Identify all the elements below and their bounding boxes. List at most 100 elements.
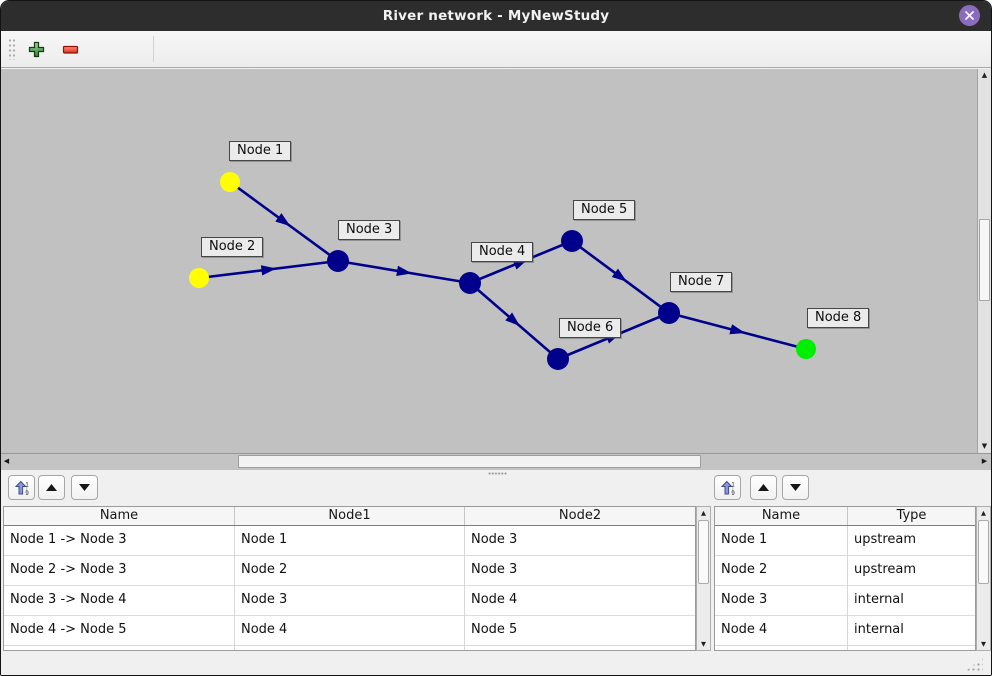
table-cell	[848, 646, 975, 650]
table-cell: Node 4 -> Node 5	[4, 616, 235, 645]
status-bar	[1, 652, 991, 675]
column-header[interactable]: Type	[896, 508, 927, 523]
table-row[interactable]	[4, 646, 695, 650]
move-node-down-button[interactable]	[782, 475, 809, 500]
table-cell	[715, 646, 848, 650]
sort-edges-button[interactable]: 1 9	[8, 475, 35, 500]
node-label-node-5[interactable]: Node 5	[573, 200, 636, 220]
minus-icon	[62, 45, 78, 54]
network-canvas[interactable]: Node 1 Node 2 Node 3 Node 4 Node 5 Node 6 Node…	[1, 69, 978, 453]
scroll-right-button[interactable]: ▶	[981, 457, 988, 465]
node-table-scrollbar[interactable]: ▲ ▼	[976, 506, 991, 651]
table-row[interactable]: Node 4 internal	[715, 616, 975, 646]
table-cell: Node 4	[471, 592, 518, 607]
scroll-up-button[interactable]: ▲	[701, 509, 706, 517]
resize-grip[interactable]	[966, 657, 983, 671]
add-node-button[interactable]	[22, 35, 50, 63]
svg-text:1: 1	[731, 482, 735, 488]
scroll-up-button[interactable]: ▲	[981, 509, 986, 517]
table-cell: Node 2	[715, 556, 848, 585]
node-label-node-1[interactable]: Node 1	[229, 141, 292, 161]
table-cell: Node 1	[715, 526, 848, 555]
node-circle-node-2[interactable]	[189, 268, 209, 288]
sort-nodes-button[interactable]: 1 9	[714, 475, 741, 500]
vertical-scrollbar-thumb[interactable]	[979, 219, 990, 301]
move-node-up-button[interactable]	[750, 475, 777, 500]
table-cell: Node 3	[235, 586, 465, 615]
plus-icon	[28, 41, 44, 57]
table-cell: Node 3	[471, 532, 518, 547]
svg-text:9: 9	[731, 491, 735, 496]
canvas-vertical-scrollbar[interactable]: ▲ ▼	[977, 69, 991, 453]
node-circle-node-7[interactable]	[658, 302, 680, 324]
scroll-down-button[interactable]: ▼	[981, 442, 988, 450]
node-circle-node-4[interactable]	[459, 272, 481, 294]
column-header[interactable]: Name	[715, 507, 848, 525]
table-header-row: Name Type	[715, 507, 975, 526]
node-label-node-4[interactable]: Node 4	[471, 242, 534, 262]
table-cell: Node 1	[235, 526, 465, 555]
column-header[interactable]: Name	[4, 507, 235, 525]
table-cell: Node 4	[715, 616, 848, 645]
node-circle-node-6[interactable]	[547, 348, 569, 370]
table-cell: Node 5	[471, 622, 518, 637]
scrollbar-thumb[interactable]	[978, 520, 989, 584]
table-row[interactable]: Node 2 upstream	[715, 556, 975, 586]
node-circle-node-8[interactable]	[796, 339, 816, 359]
window-title: River network - MyNewStudy	[382, 8, 610, 24]
scroll-down-button[interactable]: ▼	[981, 640, 986, 648]
node-label-node-3[interactable]: Node 3	[338, 220, 401, 240]
edge-arrow-icon	[729, 324, 746, 335]
node-circle-node-5[interactable]	[561, 230, 583, 252]
down-triangle-icon	[79, 484, 90, 491]
scroll-left-button[interactable]: ◀	[3, 457, 10, 465]
close-button[interactable]	[959, 5, 980, 26]
table-cell: Node 2	[235, 556, 465, 585]
horizontal-scrollbar-thumb[interactable]	[238, 455, 701, 468]
table-cell: Node 4	[235, 616, 465, 645]
edge-arrow-icon	[260, 265, 277, 276]
edge-table-scrollbar[interactable]: ▲ ▼	[696, 506, 711, 651]
titlebar[interactable]: River network - MyNewStudy	[1, 1, 991, 31]
node-label-node-6[interactable]: Node 6	[559, 318, 622, 338]
table-cell: upstream	[854, 562, 917, 577]
canvas-horizontal-scrollbar[interactable]: ◀ ▶	[1, 453, 991, 469]
column-header[interactable]: Node1	[235, 507, 465, 525]
move-edge-down-button[interactable]	[71, 475, 98, 500]
table-row[interactable]	[715, 646, 975, 650]
sort-icon: 1 9	[720, 480, 735, 496]
splitter-dots-icon	[488, 472, 507, 475]
table-cell: Node 3	[471, 562, 518, 577]
svg-text:1: 1	[25, 482, 29, 488]
node-circle-node-3[interactable]	[327, 250, 349, 272]
table-row[interactable]: Node 1 upstream	[715, 526, 975, 556]
node-label-node-8[interactable]: Node 8	[807, 308, 870, 328]
remove-node-button[interactable]	[56, 35, 84, 63]
toolbar-drag-handle[interactable]	[8, 38, 16, 60]
node-label-node-2[interactable]: Node 2	[201, 237, 264, 257]
scroll-up-button[interactable]: ▲	[981, 71, 988, 79]
table-cell: internal	[854, 592, 904, 607]
node-circle-node-1[interactable]	[220, 172, 240, 192]
toolbar-separator	[153, 36, 154, 62]
table-cell: internal	[854, 622, 904, 637]
splitter-handle[interactable]	[1, 469, 991, 475]
node-label-node-7[interactable]: Node 7	[670, 272, 733, 292]
table-cell: Node 3 -> Node 4	[4, 586, 235, 615]
scroll-down-button[interactable]: ▼	[701, 640, 706, 648]
up-triangle-icon	[46, 484, 57, 491]
table-cell: upstream	[854, 532, 917, 547]
scrollbar-thumb[interactable]	[698, 520, 709, 584]
sort-icon: 1 9	[14, 480, 29, 496]
edge-arrow-icon	[505, 312, 521, 327]
column-header[interactable]: Node2	[558, 508, 602, 523]
main-toolbar	[1, 31, 991, 68]
move-edge-up-button[interactable]	[38, 475, 65, 500]
